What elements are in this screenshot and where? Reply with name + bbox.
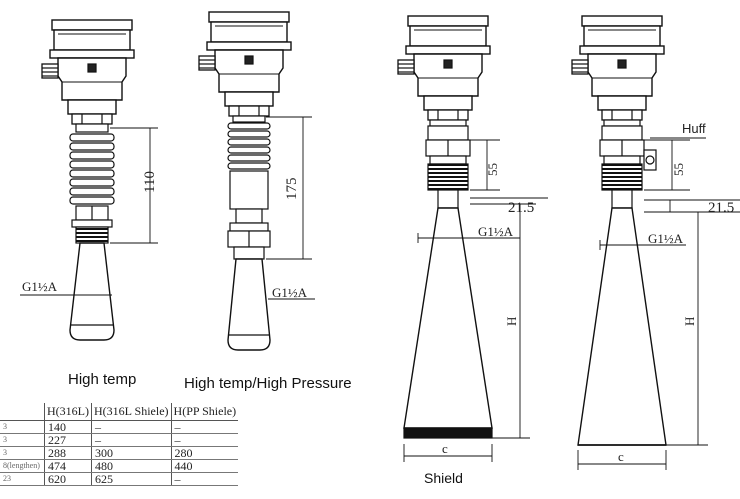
thread-label-3: G1½A bbox=[478, 224, 514, 239]
thread-label-1: G1½A bbox=[22, 279, 58, 294]
table-cell: – bbox=[91, 420, 172, 434]
table-header-hpp-shield: H(PP Shiele) bbox=[170, 403, 239, 421]
table-row: 8(lengthen) 474 480 440 bbox=[0, 459, 239, 473]
table-cell: 288 bbox=[44, 446, 92, 460]
dim-21-5-shield: 21.5 bbox=[508, 200, 534, 216]
table-cell: – bbox=[91, 433, 172, 447]
caption-shield: Shield bbox=[424, 470, 463, 486]
huff-label: Huff bbox=[682, 121, 706, 136]
table-cell: – bbox=[170, 433, 239, 447]
thread-label-4: G1½A bbox=[648, 231, 684, 246]
table-cell: 280 bbox=[170, 446, 239, 460]
caption-high-temp-pressure: High temp/High Pressure bbox=[184, 375, 352, 392]
dim-175: 175 bbox=[284, 178, 300, 201]
table-cell: 474 bbox=[44, 459, 92, 473]
table-cell: 3 bbox=[0, 433, 45, 447]
dim-c-purge: c bbox=[618, 449, 624, 464]
table-row: 3 227 – – bbox=[0, 433, 239, 447]
table-header-h316l: H(316L) bbox=[44, 403, 92, 421]
table-row: 3 288 300 280 bbox=[0, 446, 239, 460]
table-header-row: H(316L) H(316L Shiele) H(PP Shiele) bbox=[0, 403, 239, 421]
table-cell: 440 bbox=[170, 459, 239, 473]
table-cell: 23 bbox=[0, 472, 45, 486]
table-cell: 620 bbox=[44, 472, 92, 486]
table-row: 23 620 625 – bbox=[0, 472, 239, 486]
dim-c-shield: c bbox=[442, 441, 448, 456]
spec-table: H(316L) H(316L Shiele) H(PP Shiele) 3 14… bbox=[0, 403, 239, 486]
table-cell: – bbox=[170, 472, 239, 486]
table-cell: 3 bbox=[0, 420, 45, 434]
dim-55-shield: 55 bbox=[485, 163, 500, 176]
table-cell: – bbox=[170, 420, 239, 434]
dim-h-shield: H bbox=[504, 317, 519, 326]
table-row: 3 140 – – bbox=[0, 420, 239, 434]
table-cell: 300 bbox=[91, 446, 172, 460]
dim-110: 110 bbox=[142, 171, 158, 193]
table-cell: 480 bbox=[91, 459, 172, 473]
caption-high-temp: High temp bbox=[68, 371, 137, 388]
dim-h-purge: H bbox=[682, 317, 697, 326]
table-header-model bbox=[0, 403, 45, 421]
thread-label-2: G1½A bbox=[272, 285, 308, 300]
table-cell: 140 bbox=[44, 420, 92, 434]
dim-21-5-purge: 21.5 bbox=[708, 200, 734, 216]
table-header-h316l-shield: H(316L Shiele) bbox=[91, 403, 172, 421]
table-cell: 227 bbox=[44, 433, 92, 447]
dim-55-purge: 55 bbox=[671, 163, 686, 176]
table-cell: 3 bbox=[0, 446, 45, 460]
table-cell: 625 bbox=[91, 472, 172, 486]
table-cell: 8(lengthen) bbox=[0, 459, 45, 473]
